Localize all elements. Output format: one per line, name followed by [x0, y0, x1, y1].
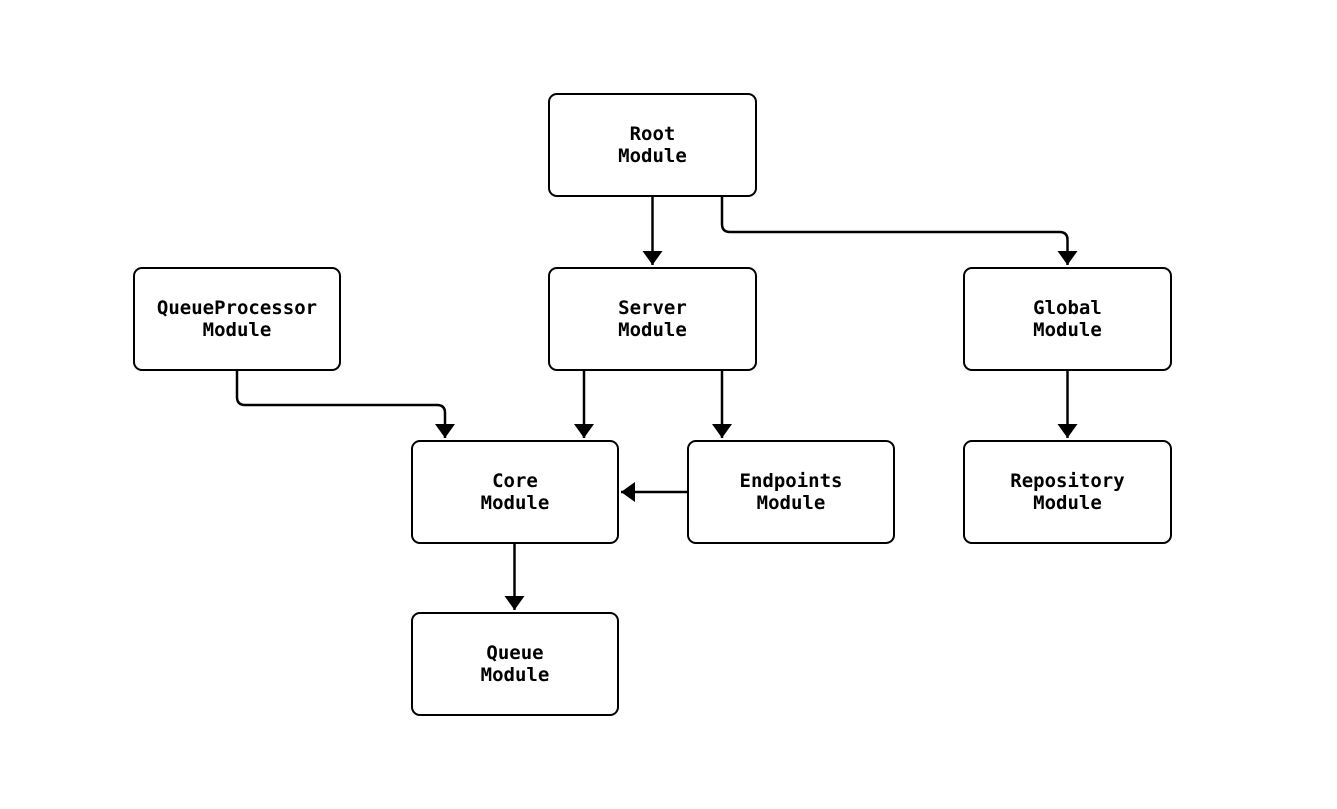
node-global-module: Global Module [963, 267, 1172, 371]
node-root-module: Root Module [548, 93, 757, 197]
edge-queueprocessor-to-core [235, 371, 455, 438]
node-label: Server Module [618, 297, 687, 341]
node-label: QueueProcessor Module [156, 297, 318, 341]
node-label: Root Module [618, 123, 687, 167]
node-queue-module: Queue Module [411, 612, 619, 716]
edge-root-to-global [720, 197, 1078, 265]
node-label: Core Module [480, 470, 550, 514]
node-endpoints-module: Endpoints Module [687, 440, 895, 544]
node-label: Repository Module [1010, 470, 1125, 514]
node-server-module: Server Module [548, 267, 757, 371]
node-label: Endpoints Module [739, 470, 843, 514]
node-label: Queue Module [480, 642, 550, 686]
node-queueprocessor-module: QueueProcessor Module [133, 267, 341, 371]
node-repository-module: Repository Module [963, 440, 1172, 544]
node-label: Global Module [1033, 297, 1102, 341]
node-core-module: Core Module [411, 440, 619, 544]
